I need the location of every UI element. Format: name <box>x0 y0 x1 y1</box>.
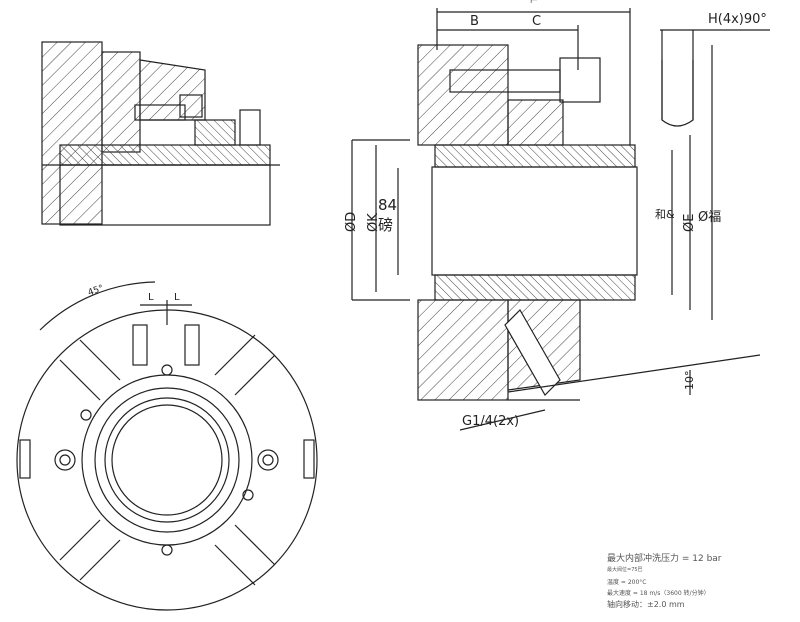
dim-l1: L <box>148 292 154 303</box>
note-axial-movement: 轴向移动：±2.0 mm <box>607 600 685 609</box>
note-max-pressure: 最大阀位=75巴 <box>607 567 643 573</box>
dim-shaft-unit: 磅 <box>378 216 394 234</box>
dim-f: Ø福 <box>698 210 722 225</box>
note-max-speed: 最大速度 = 18 m/s（3600 转/分钟） <box>607 590 710 597</box>
main-section-view <box>351 8 770 431</box>
dim-overall: ⊢ <box>530 0 538 6</box>
dim-c: C <box>532 14 542 29</box>
note-temperature: 温度 = 200°C <box>607 579 647 586</box>
dim-port: G1/4(2x) <box>462 414 520 429</box>
dim-b: B <box>470 14 479 29</box>
note-max-flush-pressure: 最大内部冲洗压力 = 12 bar <box>607 554 722 564</box>
dim-e-prefix: 和& <box>655 208 675 221</box>
dim-angle: 10° <box>683 370 696 391</box>
partial-section-view <box>41 41 280 226</box>
dim-shaft: 84 <box>378 196 398 214</box>
dim-d: ØD <box>344 211 359 232</box>
dim-h: H(4x)90° <box>708 12 767 27</box>
front-view <box>16 281 318 611</box>
dim-l2: L <box>174 292 180 303</box>
dim-e: ØE <box>682 213 697 232</box>
